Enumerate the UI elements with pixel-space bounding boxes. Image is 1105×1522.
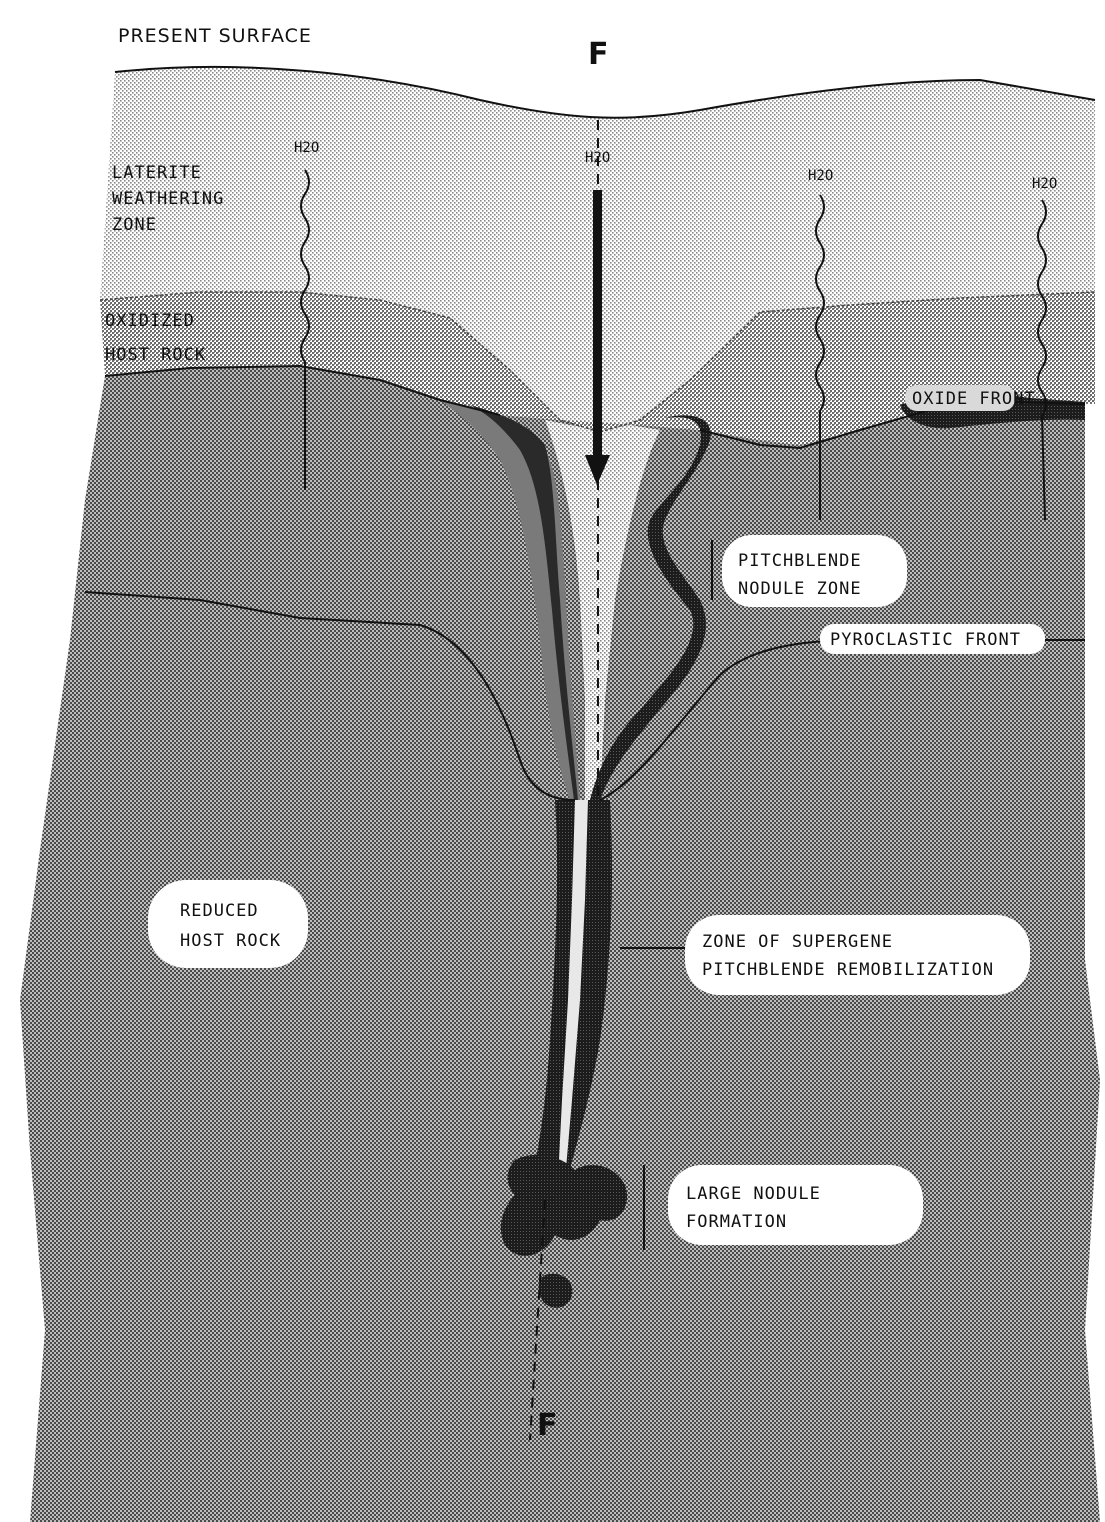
weathering-zone-label-1: LATERITE: [112, 163, 202, 183]
mineralization-label-1: ZONE OF SUPERGENE: [702, 932, 893, 952]
oxidized-rock-label-1: OXIDIZED: [105, 311, 195, 331]
large-nodule-label-2: FORMATION: [686, 1212, 787, 1232]
weathering-zone-label-2: WEATHERING: [112, 189, 224, 209]
water-label-4: H2O: [1032, 176, 1057, 192]
water-label-2: H2O: [585, 150, 610, 166]
water-label-3: H2O: [808, 168, 833, 184]
label-bubble-reduced-rock: [148, 880, 308, 968]
oxide-front-label: OXIDE FRONT: [912, 389, 1036, 409]
nodule-zone-label-2: NODULE ZONE: [738, 579, 862, 599]
nodule-zone-label-1: PITCHBLENDE: [738, 551, 862, 571]
mineralization-label-2: PITCHBLENDE REMOBILIZATION: [702, 960, 994, 980]
oxidized-rock-label-2: HOST ROCK: [105, 345, 206, 365]
present-surface-label: PRESENT SURFACE: [118, 25, 312, 47]
fault-label-bottom: F: [537, 1408, 558, 1443]
reduced-rock-label-1: REDUCED: [180, 901, 259, 921]
fault-label-top: F: [588, 37, 609, 72]
large-nodule-label-1: LARGE NODULE: [686, 1184, 821, 1204]
label-bubble-mineralization: [685, 915, 1030, 995]
reduced-rock-label-2: HOST ROCK: [180, 931, 281, 951]
reduction-front-label: PYROCLASTIC FRONT: [830, 630, 1021, 650]
water-label-1: H2O: [294, 140, 319, 156]
label-bubble-large-nodule: [668, 1165, 923, 1245]
water-flow-shaft: [593, 190, 602, 460]
weathering-zone-label-3: ZONE: [112, 215, 157, 235]
